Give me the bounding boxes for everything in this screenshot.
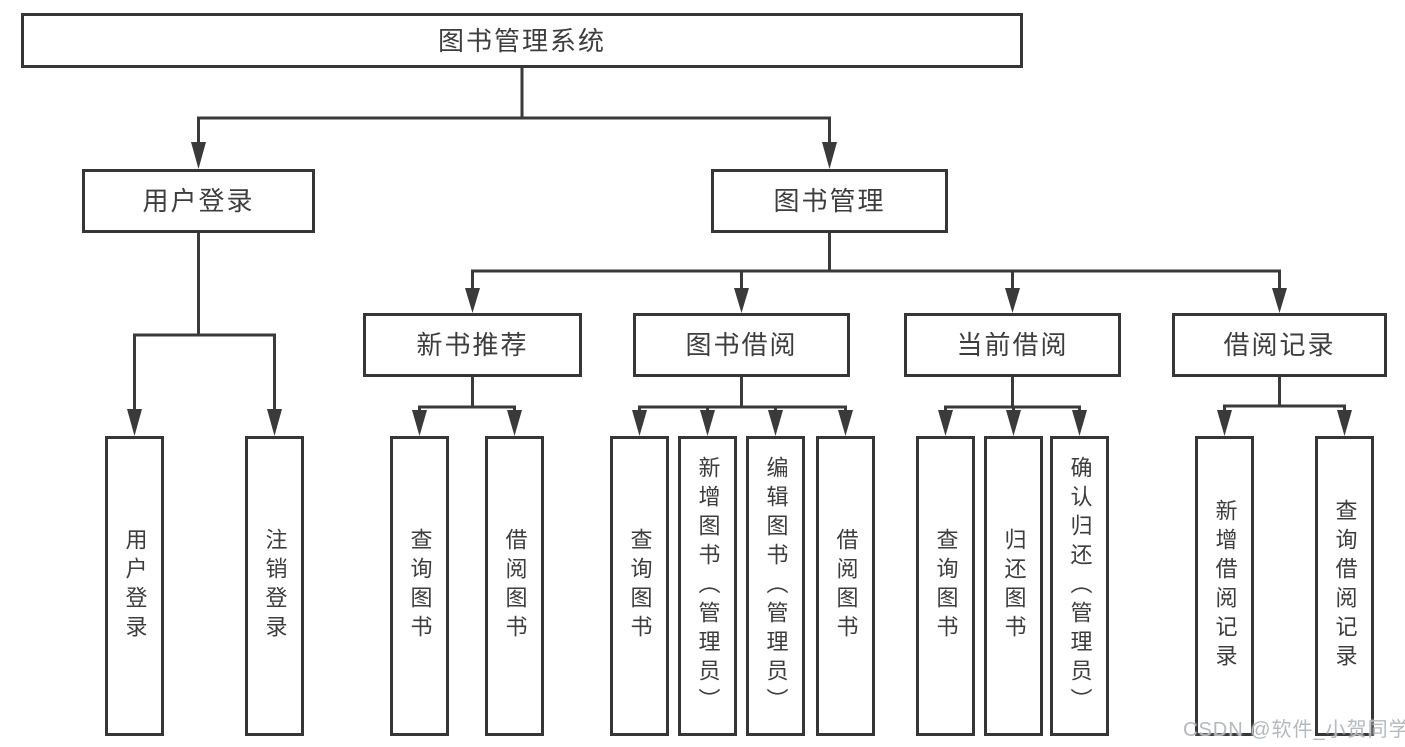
node-label: 图书借阅 [685, 330, 798, 360]
node-edit-books-admin: 编辑图书（管理员） [746, 436, 805, 736]
node-logout: 注销登录 [245, 436, 304, 736]
node-query-borrow-record: 查询借阅记录 [1315, 436, 1374, 736]
node-user-login: 用户登录 [82, 169, 315, 233]
node-borrow-books-newbooks: 借阅图书 [485, 436, 544, 736]
connector-book-mgmt-to-level3 [465, 233, 1287, 313]
node-confirm-return-admin: 确认归还（管理员） [1050, 436, 1109, 736]
node-label: 新增借阅记录 [1212, 499, 1238, 673]
node-label: 查询图书 [933, 528, 959, 644]
node-root-system: 图书管理系统 [21, 13, 1023, 68]
arrowhead-icon [822, 142, 837, 169]
arrowhead-icon [465, 288, 480, 313]
node-label: 借阅记录 [1223, 330, 1336, 360]
node-label: 当前借阅 [956, 330, 1069, 360]
node-new-book-recommend: 新书推荐 [363, 313, 582, 377]
arrowhead-icon [632, 410, 647, 436]
node-label: 注销登录 [262, 528, 288, 644]
arrowhead-icon [700, 410, 715, 436]
arrowhead-icon [1337, 410, 1352, 436]
node-label: 新书推荐 [416, 330, 529, 360]
arrowhead-icon [1072, 410, 1087, 436]
node-query-books-current: 查询图书 [916, 436, 975, 736]
node-label: 归还图书 [1001, 528, 1027, 644]
node-current-borrowing: 当前借阅 [904, 313, 1121, 377]
arrowhead-icon [507, 410, 522, 436]
node-user-login-action: 用户登录 [105, 436, 164, 736]
node-label: 用户登录 [122, 528, 148, 644]
node-label: 新增图书（管理员） [695, 455, 721, 717]
arrowhead-icon [191, 142, 206, 169]
arrowhead-icon [938, 410, 953, 436]
node-return-books: 归还图书 [984, 436, 1043, 736]
connector-borrowing-records-to-leaves [1217, 377, 1352, 436]
node-borrow-books-borrowing: 借阅图书 [816, 436, 875, 736]
node-label: 用户登录 [142, 186, 255, 216]
node-label: 图书管理系统 [437, 25, 606, 56]
arrowhead-icon [734, 288, 749, 313]
node-book-management: 图书管理 [711, 169, 948, 233]
node-query-books-newbooks: 查询图书 [390, 436, 449, 736]
arrowhead-icon [1272, 288, 1287, 313]
connector-new-books-to-leaves [412, 377, 522, 436]
node-label: 查询借阅记录 [1332, 499, 1358, 673]
csdn-watermark: CSDN @软件_小贺同学 [1183, 719, 1405, 741]
connector-current-borrowing-to-leaves [938, 377, 1087, 436]
node-label: 查询图书 [627, 528, 653, 644]
connector-user-login-to-leaves [127, 233, 282, 436]
arrowhead-icon [1217, 410, 1232, 436]
arrowhead-icon [127, 409, 142, 436]
arrowhead-icon [838, 410, 853, 436]
arrowhead-icon [412, 410, 427, 436]
node-book-borrowing: 图书借阅 [633, 313, 850, 377]
node-label: 查询图书 [407, 528, 433, 644]
node-label: 编辑图书（管理员） [763, 455, 789, 717]
arrowhead-icon [768, 410, 783, 436]
arrowhead-icon [1006, 410, 1021, 436]
connector-book-borrowing-to-leaves [632, 377, 853, 436]
node-label: 图书管理 [773, 186, 886, 216]
connector-root-to-level2 [191, 68, 837, 169]
node-label: 借阅图书 [502, 528, 528, 644]
node-label: 借阅图书 [833, 528, 859, 644]
arrowhead-icon [267, 409, 282, 436]
arrowhead-icon [1005, 288, 1020, 313]
node-add-borrow-record: 新增借阅记录 [1195, 436, 1254, 736]
node-borrowing-records: 借阅记录 [1172, 313, 1387, 377]
node-add-books-admin: 新增图书（管理员） [678, 436, 737, 736]
node-query-books-borrowing: 查询图书 [610, 436, 669, 736]
node-label: 确认归还（管理员） [1067, 455, 1093, 717]
